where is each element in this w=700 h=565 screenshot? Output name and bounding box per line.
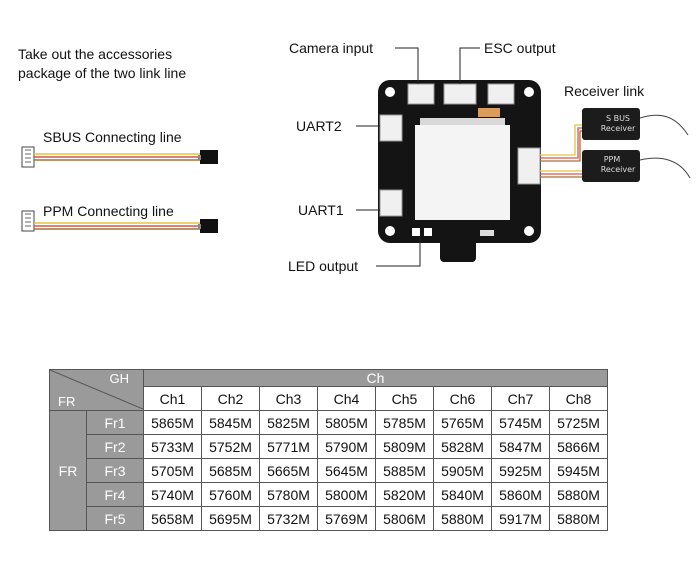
- ppm-cable-label: PPM Connecting line: [43, 203, 174, 219]
- led-output-label: LED output: [288, 258, 359, 274]
- channel-header: Ch4: [317, 386, 376, 411]
- esc-output-label: ESC output: [484, 40, 556, 56]
- frequency-cell: 5820M: [375, 482, 434, 507]
- channel-header: Ch8: [549, 386, 608, 411]
- frequency-cell: 5765M: [433, 410, 492, 435]
- frequency-cell: 5733M: [143, 434, 202, 459]
- row-name: Fr3: [86, 458, 144, 483]
- receiver-link-label: Receiver link: [564, 83, 645, 99]
- row-name: Fr4: [86, 482, 144, 507]
- corner-fr-label: FR: [58, 394, 76, 409]
- frequency-cell: 5752M: [201, 434, 260, 459]
- corner-gh-label: GH: [109, 371, 130, 386]
- frequency-cell: 5769M: [317, 506, 376, 531]
- frequency-cell: 5866M: [549, 434, 608, 459]
- frequency-cell: 5760M: [201, 482, 260, 507]
- frequency-cell: 5806M: [375, 506, 434, 531]
- frequency-cell: 5945M: [549, 458, 608, 483]
- vtx-board: [378, 80, 541, 262]
- frequency-cell: 5917M: [491, 506, 550, 531]
- frequency-cell: 5790M: [317, 434, 376, 459]
- ppm-receiver-line1: PPM: [604, 155, 621, 164]
- frequency-cell: 5785M: [375, 410, 434, 435]
- row-group-label: FR: [49, 410, 87, 531]
- frequency-cell: 5745M: [491, 410, 550, 435]
- frequency-cell: 5725M: [549, 410, 608, 435]
- frequency-cell: 5740M: [143, 482, 202, 507]
- frequency-cell: 5732M: [259, 506, 318, 531]
- row-name: Fr2: [86, 434, 144, 459]
- accessories-note-line2: package of the two link line: [18, 65, 187, 81]
- accessories-note-line1: Take out the accessories: [18, 46, 173, 62]
- frequency-cell: 5865M: [143, 410, 202, 435]
- frequency-cell: 5695M: [201, 506, 260, 531]
- channel-header: Ch7: [491, 386, 550, 411]
- frequency-cell: 5880M: [549, 482, 608, 507]
- frequency-cell: 5705M: [143, 458, 202, 483]
- frequency-cell: 5805M: [317, 410, 376, 435]
- row-name: Fr1: [86, 410, 144, 435]
- receiver-wires: [540, 124, 582, 178]
- frequency-cell: 5780M: [259, 482, 318, 507]
- row-name: Fr5: [86, 506, 144, 531]
- wiring-diagram: S BUS Receiver PPM Receiver: [21, 47, 691, 267]
- channel-header: Ch3: [259, 386, 318, 411]
- sbus-cable: [21, 146, 218, 168]
- sbus-receiver-line1: S BUS: [606, 114, 630, 123]
- frequency-cell: 5847M: [491, 434, 550, 459]
- frequency-cell: 5800M: [317, 482, 376, 507]
- ch-header: Ch: [143, 369, 608, 387]
- ppm-receiver-line2: Receiver: [601, 165, 636, 174]
- frequency-cell: 5925M: [491, 458, 550, 483]
- sbus-receiver-line2: Receiver: [601, 124, 636, 133]
- table-corner: GH FR: [49, 369, 144, 411]
- ppm-receiver: PPM Receiver: [582, 150, 691, 182]
- channel-header: Ch2: [201, 386, 260, 411]
- uart1-label: UART1: [298, 202, 344, 218]
- camera-input-label: Camera input: [289, 40, 374, 56]
- frequency-cell: 5685M: [201, 458, 260, 483]
- frequency-cell: 5880M: [549, 506, 608, 531]
- channel-header: Ch6: [433, 386, 492, 411]
- frequency-cell: 5840M: [433, 482, 492, 507]
- leader-lines: [356, 47, 480, 267]
- ppm-cable: [21, 210, 218, 233]
- channel-header: Ch1: [143, 386, 202, 411]
- frequency-cell: 5645M: [317, 458, 376, 483]
- frequency-cell: 5658M: [143, 506, 202, 531]
- sbus-receiver: S BUS Receiver: [582, 108, 689, 140]
- frequency-cell: 5771M: [259, 434, 318, 459]
- frequency-cell: 5860M: [491, 482, 550, 507]
- frequency-cell: 5809M: [375, 434, 434, 459]
- frequency-cell: 5905M: [433, 458, 492, 483]
- frequency-cell: 5828M: [433, 434, 492, 459]
- frequency-cell: 5885M: [375, 458, 434, 483]
- channel-header: Ch5: [375, 386, 434, 411]
- frequency-cell: 5825M: [259, 410, 318, 435]
- frequency-cell: 5880M: [433, 506, 492, 531]
- frequency-cell: 5845M: [201, 410, 260, 435]
- frequency-cell: 5665M: [259, 458, 318, 483]
- sbus-cable-label: SBUS Connecting line: [43, 129, 182, 145]
- uart2-label: UART2: [296, 118, 342, 134]
